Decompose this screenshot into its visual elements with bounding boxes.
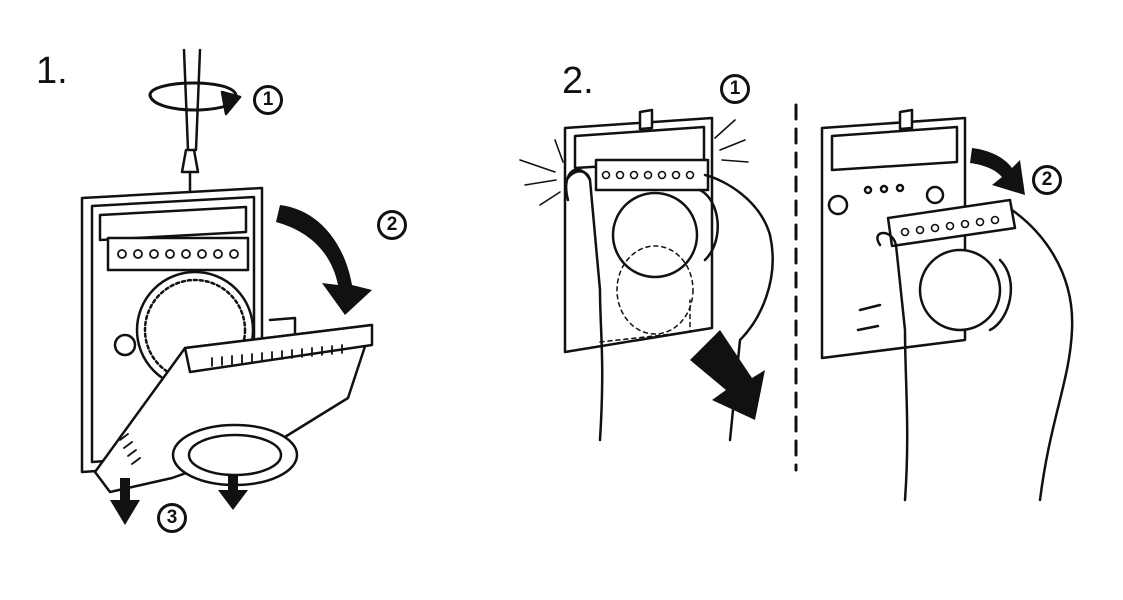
step2-callout-2: 2	[1032, 165, 1062, 195]
step1-illustration	[80, 48, 374, 525]
step-1-label: 1.	[36, 50, 68, 92]
step1-callout-1: 1	[253, 85, 283, 115]
down-arrows-icon	[110, 475, 248, 525]
pull-arrow-icon	[690, 330, 765, 420]
rotate-arrow-icon	[148, 81, 242, 116]
swing-arrow-icon	[276, 205, 372, 315]
thermostat-cover	[93, 323, 374, 494]
step2-left-illustration	[519, 108, 774, 442]
screwdriver-icon	[180, 48, 202, 192]
tilt-arrow-icon	[970, 148, 1025, 195]
step2-callout-1: 1	[720, 74, 750, 104]
step-2-label: 2.	[562, 60, 594, 102]
step1-callout-3: 3	[157, 503, 187, 533]
hand-left	[565, 168, 774, 442]
hand-right	[856, 208, 1074, 502]
step1-callout-2: 2	[377, 210, 407, 240]
step2-right-illustration	[820, 108, 1074, 502]
